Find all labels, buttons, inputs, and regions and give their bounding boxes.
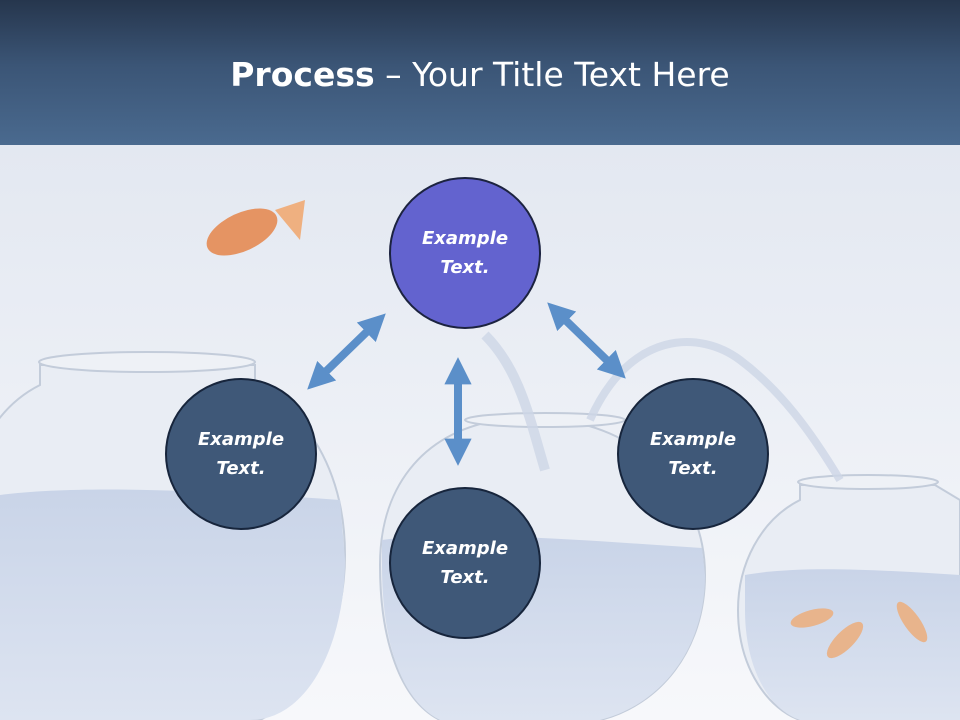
title-bold-part: Process bbox=[230, 55, 375, 94]
node-label: Example Text. bbox=[197, 429, 285, 479]
process-node-top[interactable]: Example Text. bbox=[389, 177, 541, 329]
arrow-left-top bbox=[307, 313, 386, 390]
node-label: Example Text. bbox=[421, 228, 509, 278]
slide-title[interactable]: Process – Your Title Text Here bbox=[0, 52, 960, 98]
process-node-bottom[interactable]: Example Text. bbox=[389, 487, 541, 639]
title-banner: Process – Your Title Text Here bbox=[0, 0, 960, 145]
goldfish-jumping bbox=[206, 200, 305, 256]
goldfish-in-bowl bbox=[790, 601, 928, 659]
title-rest-part: – Your Title Text Here bbox=[374, 55, 730, 94]
water-stream bbox=[586, 338, 844, 483]
arrow-top-right bbox=[547, 302, 626, 379]
process-node-right[interactable]: Example Text. bbox=[617, 378, 769, 530]
node-label: Example Text. bbox=[421, 538, 509, 588]
node-label: Example Text. bbox=[649, 429, 737, 479]
process-node-left[interactable]: Example Text. bbox=[165, 378, 317, 530]
water-stream bbox=[481, 331, 550, 472]
